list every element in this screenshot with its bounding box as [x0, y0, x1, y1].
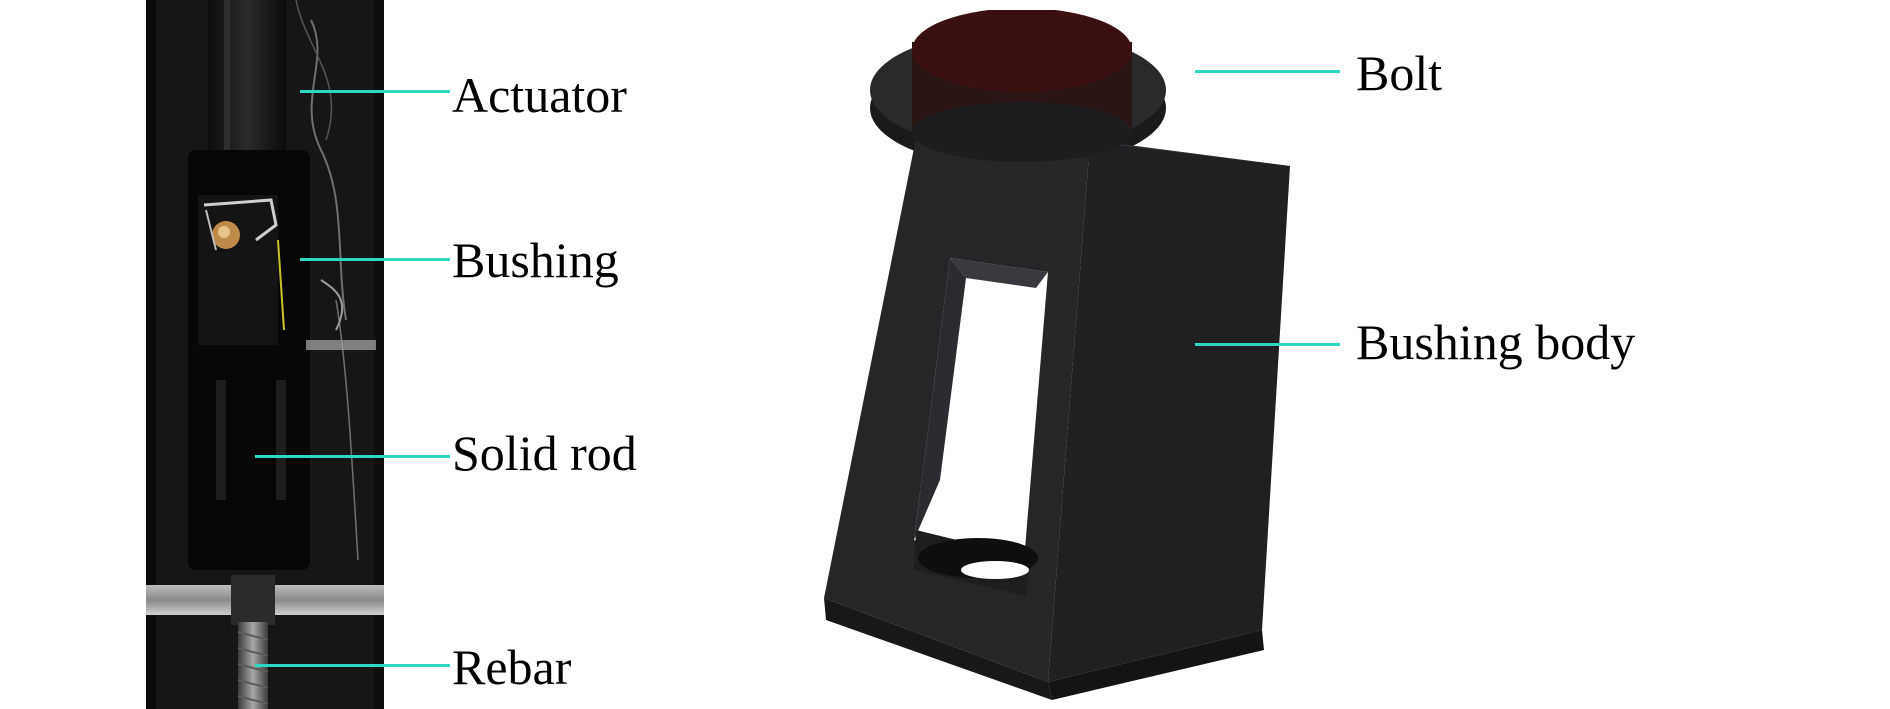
label-bushing-body: Bushing body [1356, 314, 1636, 370]
strain-wire [277, 239, 285, 331]
leader-bushing [300, 258, 450, 261]
label-rebar: Rebar [452, 639, 572, 695]
label-bolt: Bolt [1356, 45, 1443, 101]
bushing-render-drawing [824, 10, 1290, 700]
leader-bushing-body [1195, 343, 1340, 346]
actuator-cylinder [208, 0, 286, 160]
cable [310, 19, 347, 321]
anchor-nut [231, 575, 275, 625]
solid-rod-slot [216, 380, 226, 500]
bushing-body-side [1048, 142, 1290, 682]
bolt-head [912, 10, 1132, 92]
label-actuator: Actuator [452, 67, 627, 123]
test-setup-photo [146, 0, 384, 709]
leader-actuator [300, 90, 450, 93]
leader-bolt [1195, 70, 1340, 73]
leader-solid-rod [255, 455, 450, 458]
leader-rebar [255, 664, 450, 667]
label-solid-rod: Solid rod [452, 425, 637, 481]
test-setup-photo-drawing [146, 0, 384, 709]
label-bushing: Bushing [452, 232, 619, 288]
bushing-render [790, 10, 1310, 700]
